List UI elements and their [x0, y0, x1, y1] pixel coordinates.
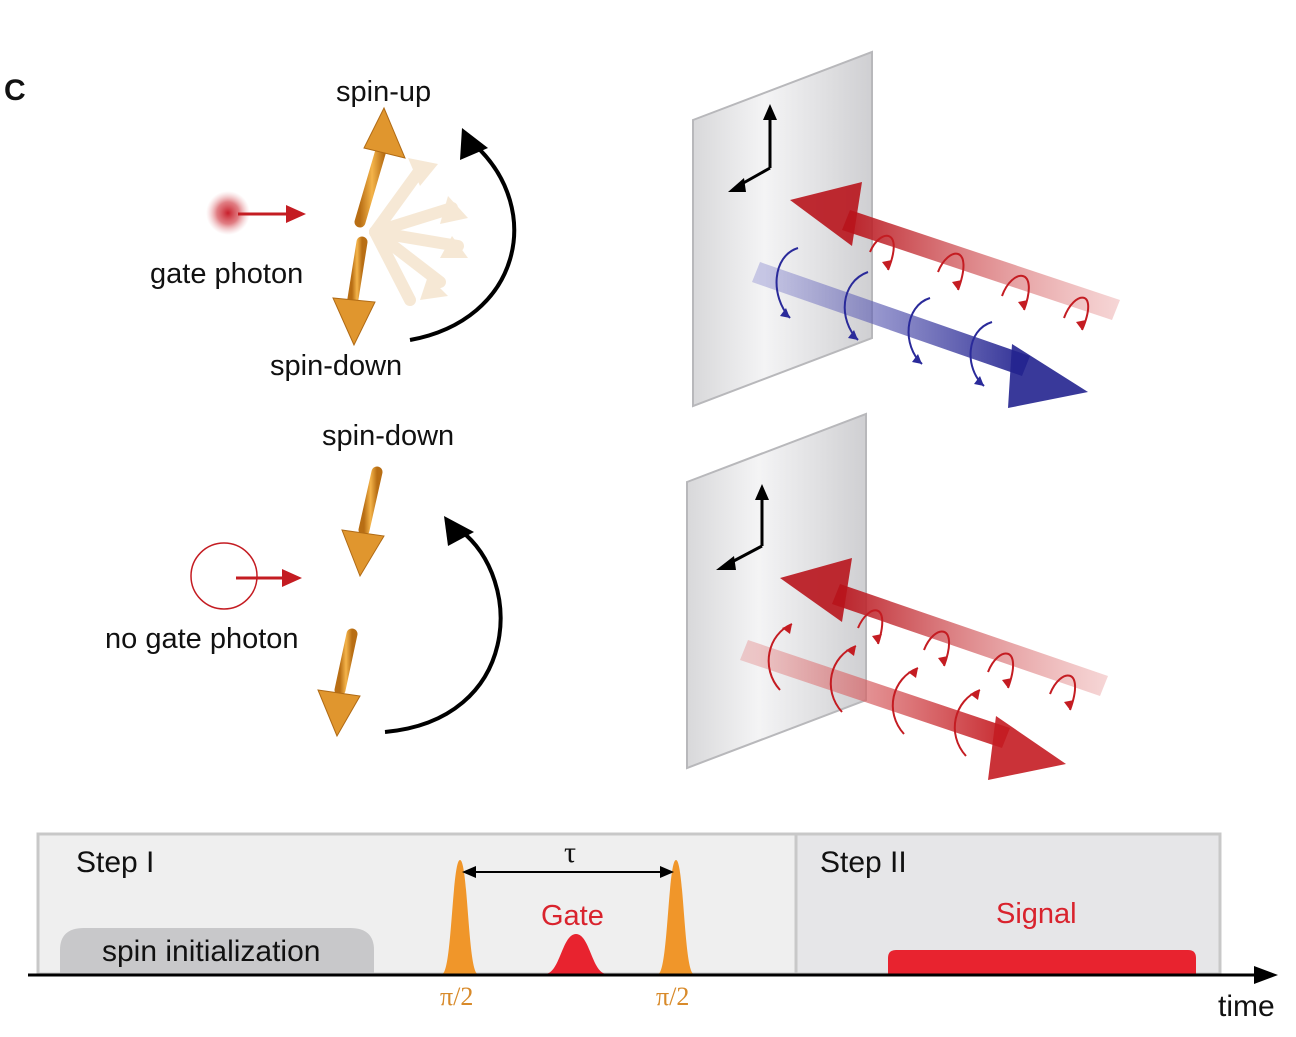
- spin-down-rod: [346, 236, 368, 311]
- spin-init-block: [60, 928, 374, 974]
- top-mirror-group: [692, 50, 1120, 408]
- tau-label: τ: [564, 836, 577, 869]
- signal-label: Signal: [996, 898, 1077, 930]
- rotation-arrow: [409, 143, 517, 342]
- pulse-pi-half-left: [442, 860, 478, 974]
- gate-photon-dot: [206, 191, 250, 235]
- step1-label: Step I: [76, 846, 155, 879]
- gate-photon-label: gate photon: [150, 258, 304, 290]
- pi-half-left-label: π/2: [440, 982, 474, 1011]
- time-label: time: [1218, 990, 1275, 1023]
- time-axis-arrowhead: [1254, 966, 1278, 984]
- spin-up-label: spin-up: [336, 76, 432, 108]
- gate-photon-arrowhead: [286, 205, 306, 223]
- bottom-red-beam-in-head: [780, 558, 852, 622]
- bottom-red-beam-out-head: [988, 716, 1066, 780]
- top-red-beam-head: [790, 182, 862, 246]
- bottom-spin-down-head-2: [317, 689, 361, 738]
- bottom-spin-group: [190, 466, 503, 738]
- top-mirror: [692, 50, 873, 408]
- spin-down-arrowhead: [332, 297, 376, 347]
- bottom-spin-down-head-1: [341, 529, 385, 578]
- timeline: [28, 832, 1278, 984]
- bottom-red-beam-in: [832, 584, 1108, 696]
- spin-up-rod: [354, 134, 390, 228]
- step2-label: Step II: [820, 846, 907, 879]
- top-red-polarization: [869, 234, 1090, 331]
- bottom-rotation-arrowhead: [444, 516, 474, 546]
- faded-spin-arrows: [369, 158, 468, 306]
- bottom-rotation-arrow: [384, 528, 503, 734]
- top-blue-beam: [752, 262, 1030, 376]
- top-blue-beam-head: [1008, 344, 1088, 408]
- top-spin-down-label: spin-down: [270, 350, 403, 382]
- pi-half-right-label: π/2: [656, 982, 690, 1011]
- bottom-spin-down-label: spin-down: [322, 420, 455, 452]
- bottom-spin-down-rod-1: [358, 466, 383, 536]
- top-spin-group: [206, 106, 517, 347]
- bottom-mirror-group: [686, 412, 1108, 780]
- pulse-pi-half-right: [658, 860, 694, 974]
- bottom-spin-down-rod-2: [334, 628, 358, 696]
- spin-up-arrowhead: [363, 106, 406, 159]
- top-red-beam: [842, 210, 1120, 320]
- signal-bar: [888, 950, 1196, 974]
- panel-letter: C: [4, 74, 26, 107]
- gate-label: Gate: [541, 900, 604, 932]
- no-gate-photon-circle: [190, 542, 258, 610]
- rotation-arrowhead: [460, 128, 488, 160]
- gate-pulse: [545, 934, 607, 974]
- no-gate-photon-label: no gate photon: [105, 623, 299, 655]
- spin-init-label: spin initialization: [102, 935, 321, 968]
- bottom-red-beam-out: [740, 640, 1010, 748]
